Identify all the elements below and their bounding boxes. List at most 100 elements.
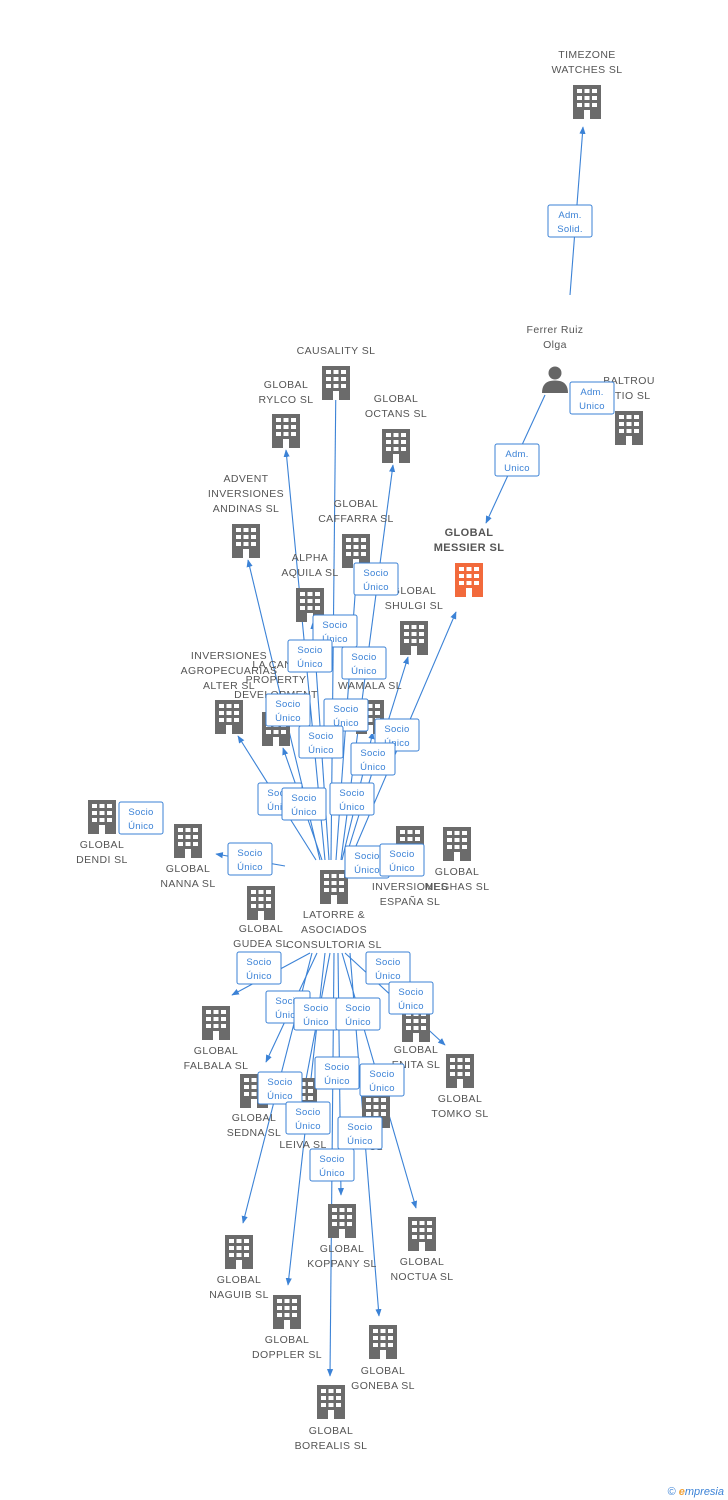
node-label: CAFFARRA SL bbox=[318, 513, 394, 525]
edge-label-1[interactable]: Adm.Unico bbox=[494, 443, 540, 477]
edge-label-text: Socio bbox=[297, 645, 322, 656]
edge-label-box bbox=[312, 614, 358, 648]
edge-label-box bbox=[350, 742, 396, 776]
edge-label-box bbox=[309, 1148, 355, 1182]
building-icon bbox=[382, 429, 410, 463]
node-label: NOCTUA SL bbox=[390, 1271, 453, 1283]
edge-labels-layer: Adm.Solid.Adm.UnicoAdm.UnicoSocioÚnicoSo… bbox=[118, 204, 615, 1182]
node-leiva[interactable]: LEIVA SL bbox=[279, 1078, 326, 1151]
node-label: ALPHA bbox=[292, 552, 328, 564]
edge-label-text: Socio bbox=[389, 849, 414, 860]
node-label: MEGHAS SL bbox=[425, 881, 490, 893]
node-label: GLOBAL bbox=[445, 527, 494, 539]
edge-label-box bbox=[323, 698, 369, 732]
edge-label-box bbox=[353, 562, 399, 596]
building-icon bbox=[443, 827, 471, 861]
edge-label-text: Único bbox=[360, 762, 386, 773]
node-label: STIO SL bbox=[607, 390, 650, 402]
node-alpha[interactable]: ALPHA AQUILA SL bbox=[281, 552, 338, 622]
node-causality[interactable]: CAUSALITY SL bbox=[297, 345, 376, 400]
edge-label-box bbox=[379, 843, 425, 877]
node-wamala[interactable]: WAMALA SL bbox=[338, 680, 402, 734]
building-icon bbox=[317, 1385, 345, 1419]
edge-label-text: Socio bbox=[363, 568, 388, 579]
edge-label-text: Unico bbox=[579, 401, 605, 412]
edge-label-text: Socio bbox=[246, 957, 271, 968]
brand-name: mpresia bbox=[684, 1486, 724, 1498]
edge-label-box bbox=[337, 1116, 383, 1150]
edge-label-text: Único bbox=[308, 745, 334, 756]
edge-label-text: Adm. bbox=[580, 387, 603, 398]
edge-label-text: Único bbox=[398, 1001, 424, 1012]
empresia-watermark[interactable]: ©empresia bbox=[668, 1486, 724, 1498]
node-label: NANNA SL bbox=[160, 878, 215, 890]
edge-label-text: Socio bbox=[339, 788, 364, 799]
edge-label-2[interactable]: Adm. Unico bbox=[569, 381, 615, 415]
edge-label-0[interactable]: Adm.Solid. bbox=[547, 204, 593, 238]
edge-label-text: Unico bbox=[504, 463, 530, 474]
building-icon bbox=[88, 800, 116, 834]
edge-label-text: Único bbox=[267, 802, 293, 813]
edge-label-text: Único bbox=[389, 863, 415, 874]
node-label: WAMALA SL bbox=[338, 680, 402, 692]
edge-label-text: Único bbox=[363, 582, 389, 593]
edge-label-box bbox=[265, 693, 311, 727]
building-icon bbox=[215, 700, 243, 734]
node-label: AQUILA SL bbox=[281, 567, 338, 579]
node-label: CONSULTORIA SL bbox=[286, 939, 382, 951]
building-icon bbox=[408, 1217, 436, 1251]
node-label: OCTANS SL bbox=[365, 408, 427, 420]
